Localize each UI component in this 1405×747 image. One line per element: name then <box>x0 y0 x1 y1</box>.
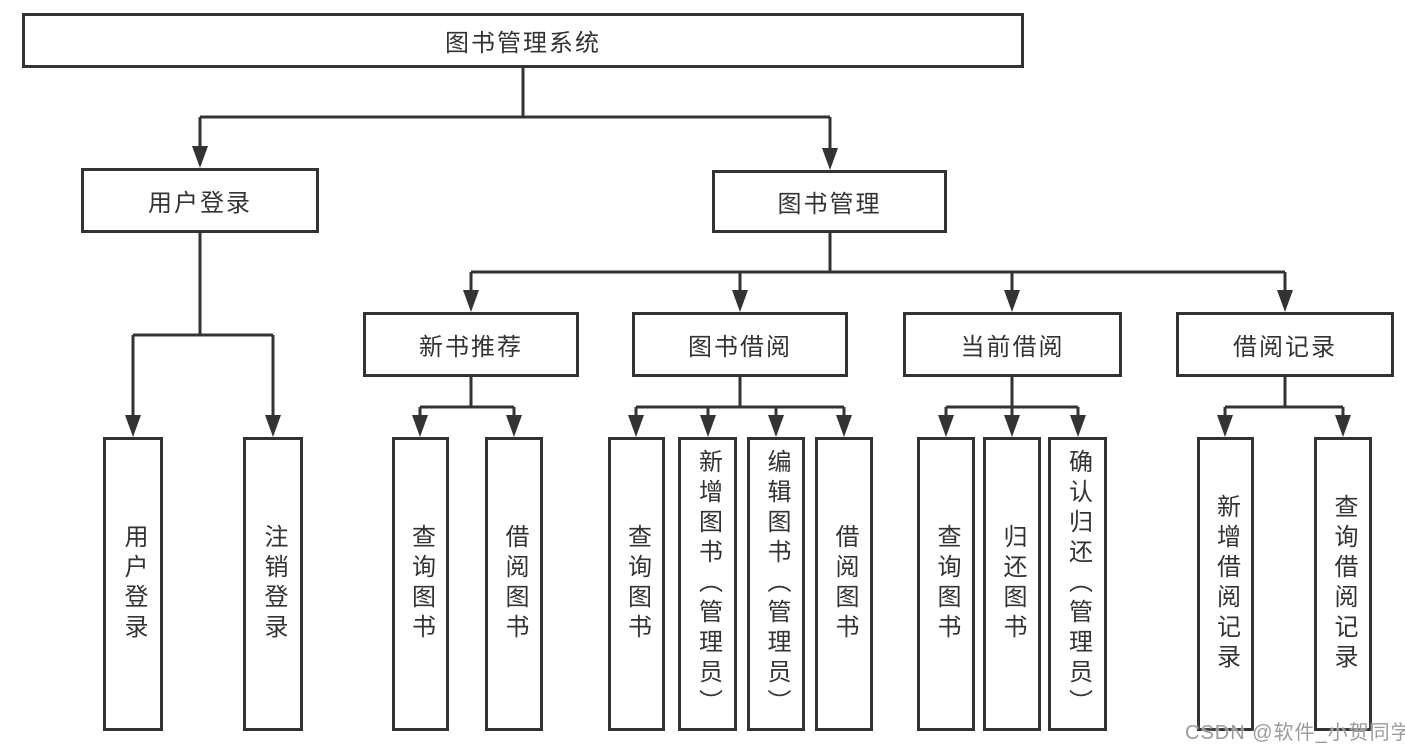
leaf-rec-query-book: 查询图书 <box>392 437 449 731</box>
leaf-cb-query-book-label: 查询图书 <box>933 524 960 644</box>
leaf-bb-edit-book: 编辑图书（管理员） <box>747 437 805 731</box>
leaf-br-add-record-label: 新增借阅记录 <box>1212 494 1240 674</box>
leaf-cb-return-book: 归还图书 <box>983 437 1041 731</box>
arrowheads <box>125 146 1351 437</box>
node-borrow-records: 借阅记录 <box>1176 312 1394 377</box>
leaf-bb-borrow-book: 借阅图书 <box>815 437 873 731</box>
leaf-bb-add-book-label: 新增图书（管理员） <box>694 449 722 719</box>
leaf-cb-query-book: 查询图书 <box>917 437 975 731</box>
node-new-book-rec-label: 新书推荐 <box>419 334 523 361</box>
leaf-br-query-record-label: 查询借阅记录 <box>1330 494 1357 674</box>
leaf-bb-edit-book-label: 编辑图书（管理员） <box>763 449 790 719</box>
node-book-mgmt-label: 图书管理 <box>777 191 882 218</box>
node-book-borrow-label: 图书借阅 <box>688 334 792 361</box>
leaf-bb-query-book: 查询图书 <box>608 437 665 731</box>
leaf-rec-borrow-book-label: 借阅图书 <box>501 524 528 644</box>
leaf-bb-add-book: 新增图书（管理员） <box>678 437 737 731</box>
node-borrow-records-label: 借阅记录 <box>1233 334 1337 361</box>
watermark: CSDN @软件_小贺同学 <box>1185 722 1405 744</box>
leaf-cb-confirm-return: 确认归还（管理员） <box>1048 437 1107 731</box>
leaf-logout-label: 注销登录 <box>260 524 287 644</box>
leaf-bb-borrow-book-label: 借阅图书 <box>831 524 858 644</box>
node-book-borrow: 图书借阅 <box>632 312 848 377</box>
leaf-user-login-label: 用户登录 <box>120 524 147 644</box>
leaf-logout: 注销登录 <box>243 437 303 731</box>
leaf-cb-return-book-label: 归还图书 <box>999 524 1026 644</box>
node-root-label: 图书管理系统 <box>445 30 601 57</box>
node-root: 图书管理系统 <box>22 13 1024 68</box>
node-user-login: 用户登录 <box>81 168 319 233</box>
node-book-mgmt: 图书管理 <box>712 170 947 233</box>
leaf-bb-query-book-label: 查询图书 <box>623 524 651 644</box>
leaf-rec-borrow-book: 借阅图书 <box>485 437 543 731</box>
leaf-br-query-record: 查询借阅记录 <box>1314 437 1372 731</box>
leaf-br-add-record: 新增借阅记录 <box>1197 437 1254 731</box>
node-current-borrow: 当前借阅 <box>903 312 1122 377</box>
node-user-login-label: 用户登录 <box>148 190 252 217</box>
node-current-borrow-label: 当前借阅 <box>960 334 1065 361</box>
leaf-user-login: 用户登录 <box>103 437 163 731</box>
leaf-cb-confirm-return-label: 确认归还（管理员） <box>1064 449 1092 719</box>
leaf-rec-query-book-label: 查询图书 <box>407 524 435 644</box>
node-new-book-rec: 新书推荐 <box>363 312 579 377</box>
